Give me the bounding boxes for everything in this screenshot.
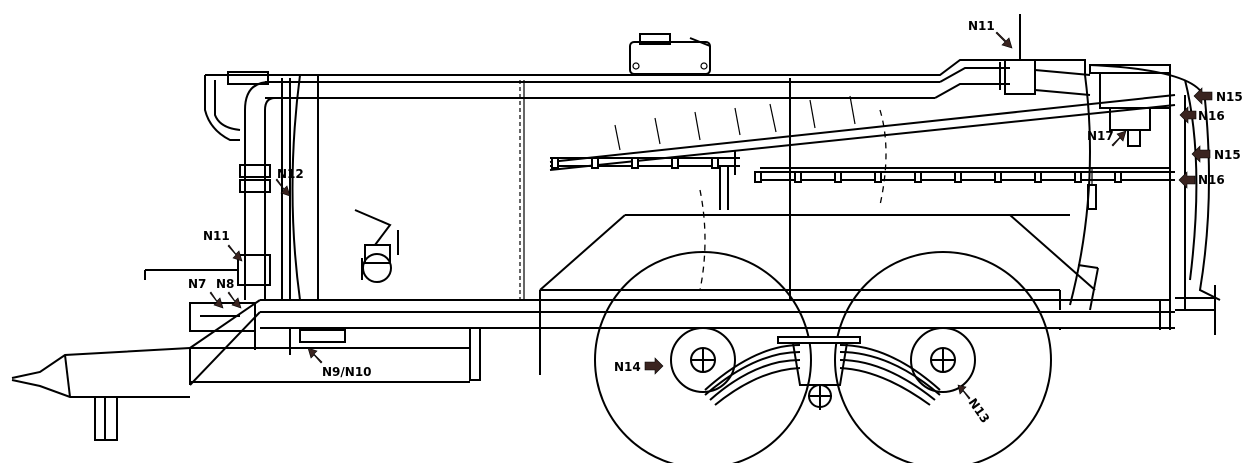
callout-n16-top: N16 bbox=[1179, 106, 1225, 124]
label-n8: N8 bbox=[216, 277, 234, 291]
spray-bars bbox=[549, 94, 1176, 210]
leaf-springs bbox=[704, 336, 941, 410]
callout-n8: N8 bbox=[216, 277, 242, 309]
arrow-n14 bbox=[644, 357, 664, 375]
label-n13: N13 bbox=[966, 396, 993, 426]
callout-n9-n10: N9/N10 bbox=[307, 347, 372, 379]
callout-n15-top: N15 bbox=[1193, 87, 1243, 105]
tank-body bbox=[291, 59, 1160, 306]
arrow-n15-top bbox=[1193, 87, 1213, 105]
label-n15-lower: N15 bbox=[1214, 148, 1241, 162]
callout-n13: N13 bbox=[957, 384, 993, 426]
tongue-drawbar bbox=[11, 299, 470, 441]
arrow-n11-left bbox=[227, 244, 243, 262]
callout-n14: N14 bbox=[614, 357, 664, 375]
label-n11-top: N11 bbox=[968, 19, 995, 33]
callout-n17: N17 bbox=[1087, 129, 1127, 147]
arrow-n13 bbox=[957, 384, 971, 400]
arrow-n15-lower bbox=[1191, 145, 1211, 163]
arrow-n17 bbox=[1111, 130, 1127, 147]
manhole-cover bbox=[629, 33, 711, 75]
rear-equipment bbox=[1089, 64, 1221, 335]
label-n12: N12 bbox=[277, 167, 304, 181]
arrow-n12 bbox=[275, 178, 291, 197]
label-n9-n10: N9/N10 bbox=[322, 365, 372, 379]
label-n16-top: N16 bbox=[1198, 109, 1225, 123]
arrow-n8 bbox=[227, 291, 242, 309]
callout-n15-lower: N15 bbox=[1191, 145, 1241, 163]
chassis-frame bbox=[254, 214, 1175, 381]
top-pipe bbox=[265, 14, 1091, 99]
wheel-rear bbox=[834, 251, 1052, 463]
callout-n11-top: N11 bbox=[968, 19, 1013, 49]
arrow-n16-top bbox=[1179, 106, 1197, 124]
arrow-n16-lower bbox=[1178, 171, 1196, 189]
label-n15-top: N15 bbox=[1216, 90, 1243, 104]
label-n7: N7 bbox=[188, 277, 206, 291]
arrow-n7 bbox=[209, 291, 224, 309]
label-n11-left: N11 bbox=[203, 229, 230, 243]
hidden-pipes bbox=[699, 109, 887, 291]
callout-n7: N7 bbox=[188, 277, 224, 309]
callout-n16-lower: N16 bbox=[1178, 171, 1225, 189]
label-n16-lower: N16 bbox=[1198, 173, 1225, 187]
wheel-front bbox=[594, 251, 812, 463]
arrow-n11-top bbox=[995, 31, 1013, 49]
arrow-n9-n10 bbox=[307, 347, 323, 364]
callout-n12: N12 bbox=[275, 167, 304, 197]
side-valve bbox=[354, 209, 399, 283]
callout-n11-left: N11 bbox=[203, 229, 243, 262]
label-n17: N17 bbox=[1087, 129, 1114, 143]
left-pipe-assembly bbox=[144, 71, 300, 300]
label-n14: N14 bbox=[614, 360, 641, 374]
